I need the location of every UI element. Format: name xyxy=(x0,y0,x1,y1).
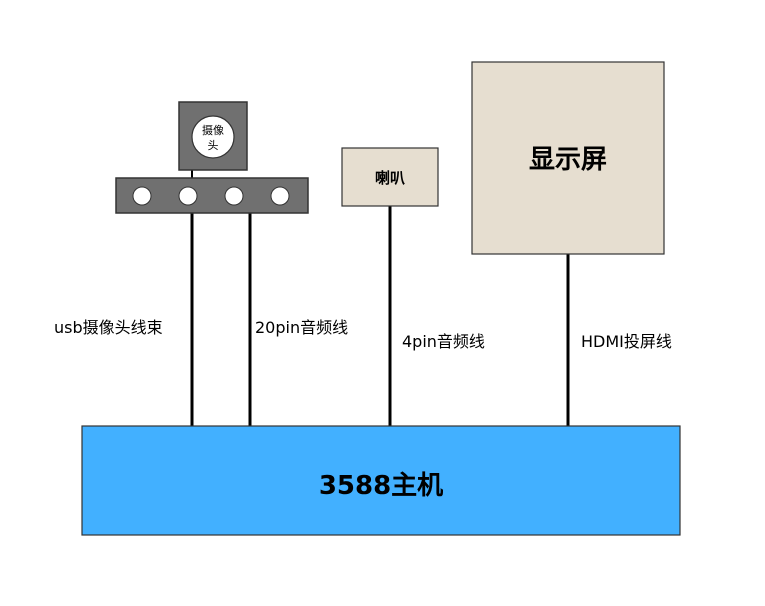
port-hole-icon xyxy=(132,186,152,206)
host-label: 3588主机 xyxy=(319,471,443,501)
speaker-label: 喇叭 xyxy=(375,169,405,187)
audio-4pin-cable-label: 4pin音频线 xyxy=(402,332,485,351)
port-hole-icon xyxy=(270,186,290,206)
audio-20pin-cable-label: 20pin音频线 xyxy=(255,318,348,337)
camera-label-line2: 头 xyxy=(208,139,219,152)
usb-camera-cable-label: usb摄像头线束 xyxy=(54,318,163,337)
camera-lens-icon xyxy=(191,115,235,159)
display-label: 显示屏 xyxy=(529,145,607,175)
host-box xyxy=(81,425,681,536)
camera-label-line1: 摄像 xyxy=(202,123,224,137)
port-hole-icon xyxy=(178,186,198,206)
hdmi-cable-label: HDMI投屏线 xyxy=(581,332,672,351)
speaker-box xyxy=(341,147,439,207)
display-box xyxy=(471,61,665,255)
port-hole-icon xyxy=(224,186,244,206)
